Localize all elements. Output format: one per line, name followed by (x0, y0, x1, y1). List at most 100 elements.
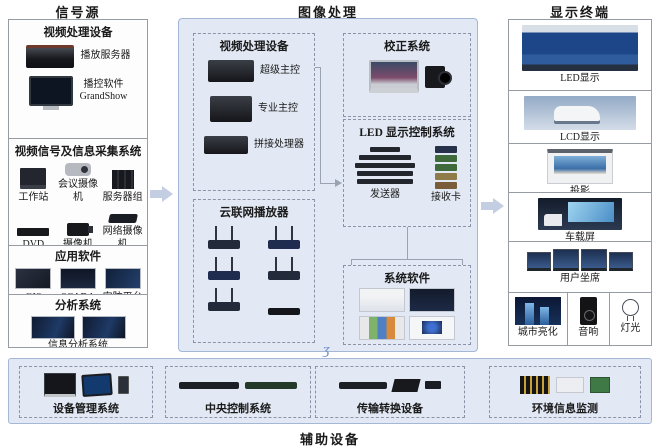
header-image-processing: 图像处理 (297, 5, 358, 20)
monitor-icon (43, 373, 76, 397)
gis-screenshot-icon (15, 268, 52, 289)
device-label: 超级主控 (260, 64, 300, 76)
section-app-software: 应用软件 GIS SCADA 安防平台 (8, 245, 148, 295)
connector-line (351, 259, 352, 265)
dvd-icon (17, 227, 50, 236)
aux-images (20, 369, 152, 401)
aux-images (166, 369, 310, 401)
terminal-user-seats: 用户坐席 (508, 241, 652, 293)
receiver-label: 接收卡 (431, 192, 461, 203)
capture-label: DVD (22, 238, 45, 246)
sender-device-icon (359, 155, 411, 160)
mini-monitor-icon (553, 249, 579, 271)
capture-item: 摄像机 (56, 218, 100, 245)
software-screenshot-icon (409, 316, 455, 340)
device-label: 拼接处理器 (254, 138, 304, 150)
header-signal-source: 信号源 (55, 5, 101, 20)
app-label: GIS (11, 292, 55, 294)
conference-camera-icon (64, 163, 91, 176)
app-label: 安防平台 (101, 292, 145, 294)
section-capture-system: 视频信号及信息采集系统 工作站 会议摄像机 服务器组 DVD 摄像机 网络摄像机 (8, 138, 148, 246)
server-group-icon (111, 169, 134, 189)
capture-label: 网络摄像机 (102, 226, 143, 246)
sensor-icon (556, 377, 584, 393)
sender-stack: 发送器 (353, 144, 417, 202)
calibration-images (344, 60, 470, 93)
aux-label: 传输转换设备 (357, 403, 423, 415)
connector-line (407, 227, 408, 259)
city-lighting-photo (514, 297, 561, 325)
receiver-stack: 接收卡 (431, 144, 461, 205)
capture-label: 会议摄像机 (57, 179, 98, 203)
play-server-label: 播放服务器 (80, 50, 131, 62)
router-cell (194, 253, 254, 284)
rack-device-icon (179, 381, 239, 389)
arrow-shaft (150, 190, 162, 198)
aux-transmission: 传输转换设备 (315, 366, 465, 418)
aux-device-management: 设备管理系统 (19, 366, 153, 418)
box-video-devices: 视频处理设备 超级主控 专业主控 拼接处理器 (193, 33, 315, 191)
box-title: 系统软件 (384, 273, 430, 285)
terminal-lcd: LCD显示 (508, 90, 652, 144)
router-cell (194, 284, 254, 319)
app-item: GIS (11, 268, 55, 294)
connector-arrow-icon (335, 179, 342, 187)
link-connector-icon: ʒ (323, 342, 330, 358)
terminal-label: 城市亮化 (517, 327, 558, 338)
play-software-row: 播控软件 GrandShow (9, 76, 147, 110)
scada-screenshot-icon (59, 268, 96, 289)
signal-source-panel: 视频处理设备 播放服务器 播控软件 GrandShow 视频信号及信息采集系统 … (8, 19, 148, 348)
capture-label: 服务器组 (102, 191, 143, 203)
play-software-label: 播控软件 GrandShow (80, 79, 128, 104)
sender-device-icon (357, 179, 413, 184)
splicing-processor-icon (204, 136, 248, 154)
sensor-board-icon (520, 376, 550, 394)
arrow-head-icon (162, 186, 173, 202)
flow-arrow-right (481, 198, 504, 214)
box-player-icon (268, 308, 300, 315)
laptop-icon (369, 60, 419, 93)
projector-screen-photo (547, 149, 613, 184)
device-row: 专业主控 (194, 96, 314, 122)
receiver-card-icon (435, 182, 457, 189)
capture-item: 服务器组 (101, 169, 145, 205)
section-video-processing: 视频处理设备 播放服务器 播控软件 GrandShow (8, 19, 148, 139)
speaker-icon (579, 297, 597, 325)
aux-central-control: 中央控制系统 (165, 366, 311, 418)
terminal-label: LCD显示 (560, 132, 600, 143)
wifi-player-icon (268, 226, 300, 249)
sender-device-icon (357, 171, 413, 176)
router-cell (194, 222, 254, 253)
mini-monitor-icon (527, 252, 551, 271)
connector-line (462, 259, 463, 265)
receiver-card-icon (435, 155, 457, 162)
box-led-control: LED 显示控制系统 发送器 接收卡 (343, 119, 471, 227)
section-title: 视频信号及信息采集系统 (14, 146, 142, 158)
section-title: 分析系统 (55, 300, 101, 312)
connector-line (315, 67, 321, 68)
camcorder-icon (66, 222, 93, 236)
lcd-wall-photo (524, 96, 636, 130)
aux-label: 中央控制系统 (205, 403, 271, 415)
arrow-shaft (481, 202, 493, 210)
security-platform-icon (104, 268, 141, 289)
terminal-label: 车载屏 (565, 232, 595, 242)
capture-row-2: DVD 摄像机 网络摄像机 (11, 206, 145, 246)
operator-console-photo (509, 249, 651, 271)
software-screenshot-icon (359, 288, 405, 312)
device-row: 拼接处理器 (194, 136, 314, 154)
connector-line (320, 183, 335, 184)
section-analysis-system: 分析系统 信息分析系统 (8, 294, 148, 348)
header-display-terminal: 显示终端 (549, 5, 610, 20)
box-calibration: 校正系统 (343, 33, 471, 117)
led-truck-photo (538, 198, 622, 230)
terminal-label: 投影 (570, 186, 590, 193)
aux-images (316, 369, 464, 401)
terminal-label: 用户坐席 (560, 273, 600, 284)
box-cloud-player: 云联网播放器 (193, 199, 315, 343)
capture-item: 网络摄像机 (101, 206, 145, 246)
terminal-lighting: 灯光 (608, 293, 651, 345)
analysis-screenshot-icon (30, 316, 75, 339)
play-software-sub: GrandShow (79, 91, 128, 102)
terminal-city-lighting: 城市亮化 (509, 293, 567, 345)
